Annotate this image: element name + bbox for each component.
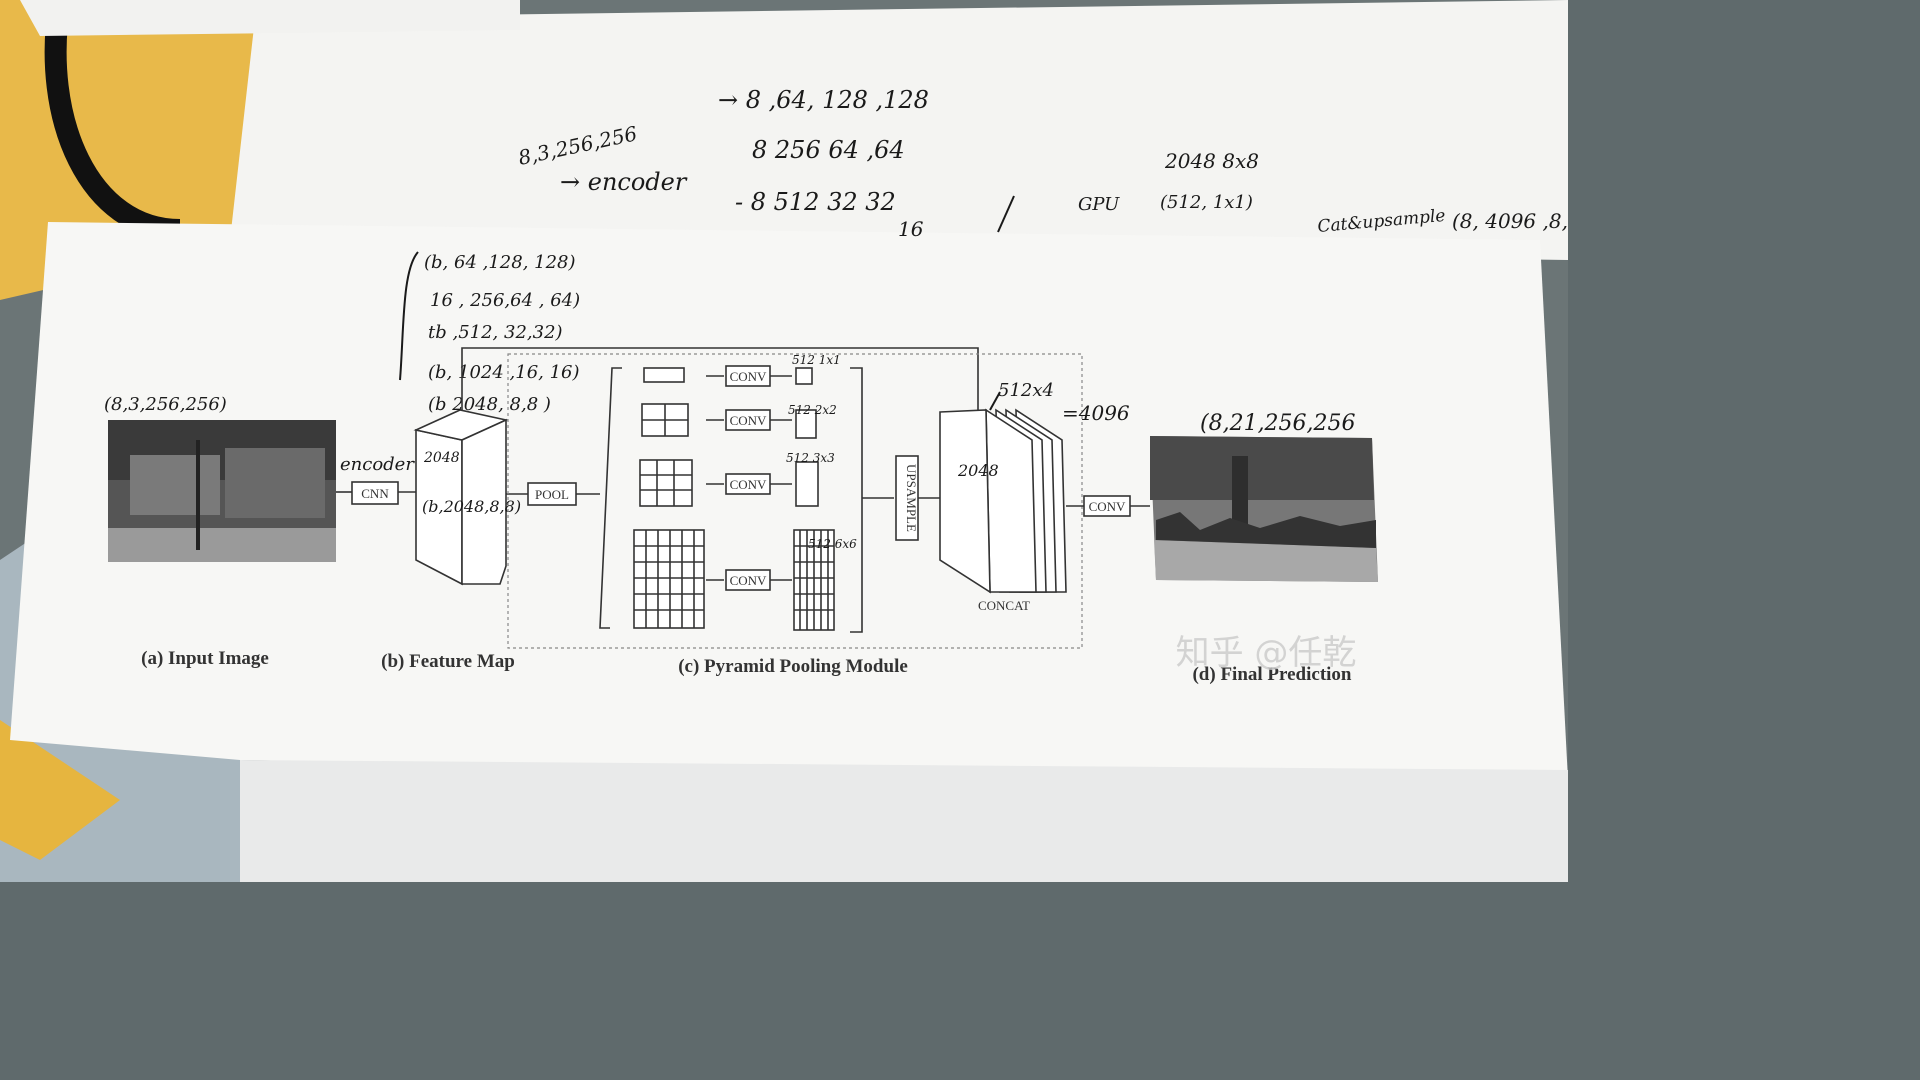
note-shape-3: tb ,512, 32,32) — [428, 322, 563, 343]
ppm-branch-6x6: CONV 512 6x6 — [633, 529, 857, 631]
pool-label: POOL — [535, 487, 569, 502]
note-input-shape-figure: (8,3,256,256) — [104, 394, 227, 415]
photo-scene: 8,3,256,256 → encoder → 8 ,64, 128 ,128 … — [0, 0, 1568, 882]
caption-pyramid-pooling: (c) Pyramid Pooling Module — [678, 656, 908, 677]
note-cat-shape: (8, 4096 ,8, — [1452, 209, 1568, 233]
concat-block — [939, 408, 1067, 594]
final-conv-label: CONV — [1089, 499, 1126, 514]
note-slash — [997, 195, 1015, 233]
note-shape-1: (b, 64 ,128, 128) — [424, 252, 576, 273]
encoder-shape-list: (b, 64 ,128, 128) 16 , 256,64 , 64) tb ,… — [424, 252, 580, 415]
front-paper — [10, 222, 1568, 780]
conv-label-6: CONV — [730, 573, 767, 588]
top-paper-strip — [20, 0, 520, 36]
note-feature-shape: (b,2048,8,8) — [422, 497, 521, 516]
ppm-branch-2x2: CONV 512 2x2 — [641, 403, 837, 439]
note-pool-size: 2048 8x8 — [1164, 149, 1259, 173]
cnn-label: CNN — [361, 486, 389, 501]
caption-input-image: (a) Input Image — [141, 648, 269, 669]
note-encoder-out-1: → 8 ,64, 128 ,128 — [718, 86, 929, 114]
note-brace — [399, 251, 419, 381]
note-conv: (512, 1x1) — [1160, 192, 1253, 213]
upsample-label: UPSAMPLE — [904, 464, 919, 532]
conv-label-3: CONV — [730, 477, 767, 492]
input-image-panel — [108, 420, 336, 562]
cnn-box — [351, 481, 399, 505]
note-branch-1x1: 512 1x1 — [792, 353, 841, 367]
conv-label-1: CONV — [730, 369, 767, 384]
feature-map — [413, 409, 509, 586]
prediction-image — [1150, 436, 1378, 582]
note-encoder-out-4: 16 — [898, 217, 924, 241]
note-shape-4: (b, 1024 ,16, 16) — [428, 362, 580, 383]
note-branch-3x3: 512 3x3 — [786, 451, 835, 465]
lower-paper — [240, 760, 1568, 882]
note-concat-total: =4096 — [1062, 401, 1130, 425]
ppm-region — [507, 353, 1083, 649]
caption-final-prediction: (d) Final Prediction — [1192, 664, 1351, 685]
note-encoder-arrow: → encoder — [560, 168, 688, 196]
note-concat-channels: 512x4 — [998, 380, 1054, 401]
watermark: 知乎 @任乾 — [1176, 633, 1357, 673]
note-encoder-out-3: - 8 512 32 32 — [735, 188, 896, 216]
ppm-branch-1x1: CONV 512 1x1 — [643, 353, 841, 387]
note-branch-2x2: 512 2x2 — [788, 403, 837, 417]
conv-label-2: CONV — [730, 413, 767, 428]
back-paper — [230, 0, 1568, 260]
note-concat-2048: 2048 — [957, 461, 999, 480]
caption-feature-map: (b) Feature Map — [381, 651, 515, 672]
note-branch-6x6: 512 6x6 — [808, 537, 857, 551]
note-shape-2: 16 , 256,64 , 64) — [430, 290, 580, 311]
yellow-patch — [0, 720, 120, 860]
note-output-shape: (8,21,256,256 — [1200, 411, 1356, 436]
note-encoder-out-2: 8 256 64 ,64 — [752, 136, 905, 164]
concat-label: CONCAT — [978, 598, 1030, 613]
note-feature-scribble: 2048 — [423, 450, 460, 466]
note-gpu: GPU — [1078, 194, 1120, 215]
note-shape-5: (b 2048, 8,8 ) — [428, 394, 551, 415]
skip-connection — [461, 347, 979, 424]
ppm-branch-3x3: CONV 512 3x3 — [639, 451, 835, 507]
note-encoder-label: encoder — [340, 454, 415, 475]
